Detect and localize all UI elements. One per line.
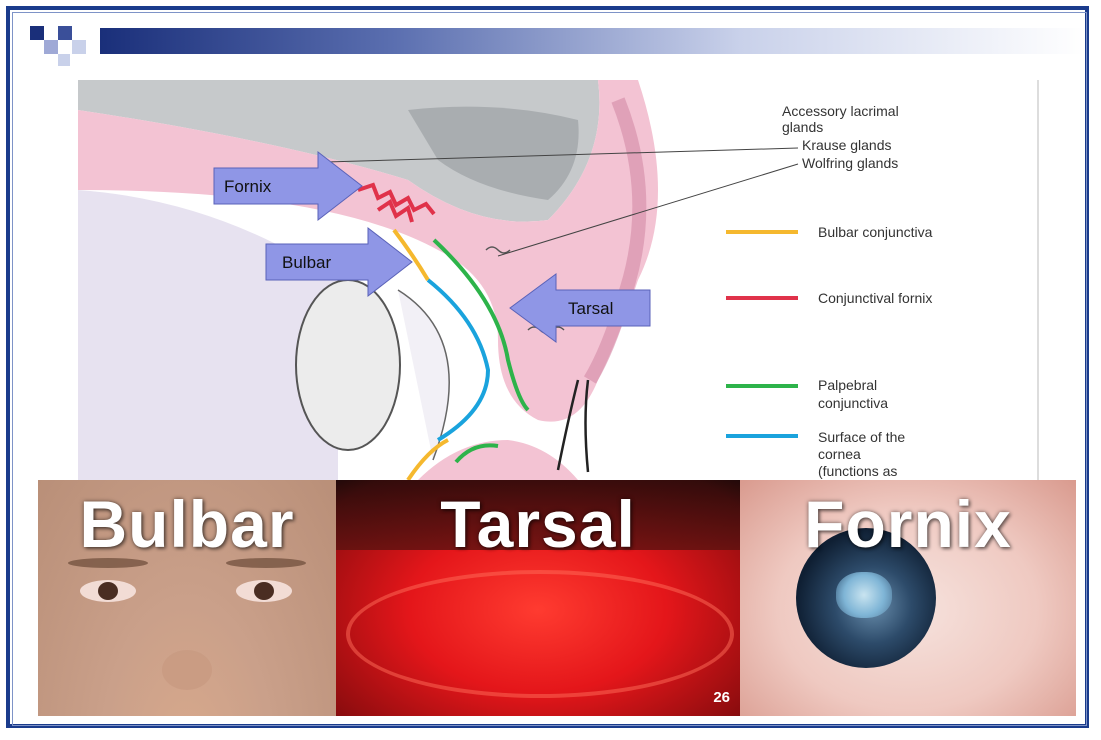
legend-label-fornix: Conjunctival fornix xyxy=(818,290,932,306)
legend-label-palpebral-2: conjunctiva xyxy=(818,395,888,411)
bulbar-photo-label: Bulbar xyxy=(38,486,336,562)
wolfring-label: Wolfring glands xyxy=(802,155,898,171)
heading-line-1: Accessory lacrimal xyxy=(782,103,899,119)
fornix-photo-label: Fornix xyxy=(740,486,1076,562)
heading-line-2: glands xyxy=(782,119,823,135)
page-number: 26 xyxy=(713,689,730,706)
header-gradient-bar xyxy=(100,28,1085,54)
legend-label-cornea-1: Surface of the xyxy=(818,429,905,445)
krause-label: Krause glands xyxy=(802,137,892,153)
svg-text:Fornix: Fornix xyxy=(224,177,272,196)
legend-label-bulbar: Bulbar conjunctiva xyxy=(818,224,933,240)
cornea-opacity xyxy=(836,572,892,618)
corner-decoration xyxy=(30,26,100,66)
legend-label-cornea-2: cornea xyxy=(818,446,861,462)
legend-label-cornea-3: (functions as xyxy=(818,463,897,479)
legend-label-palpebral-1: Palpebral xyxy=(818,377,877,393)
lens xyxy=(296,280,400,450)
fornix-photo: Fornix xyxy=(740,480,1076,716)
tarsal-photo-label: Tarsal xyxy=(336,486,740,562)
svg-text:Tarsal: Tarsal xyxy=(568,299,613,318)
face-nose xyxy=(162,650,212,690)
svg-text:Bulbar: Bulbar xyxy=(282,253,331,272)
tarsal-lid-fold xyxy=(346,570,734,698)
tarsal-photo: Tarsal 26 xyxy=(336,480,740,716)
conjunctiva-anatomy-diagram: Accessory lacrimal glands Krause glands … xyxy=(78,80,1101,480)
bulbar-photo: Bulbar xyxy=(38,480,336,716)
